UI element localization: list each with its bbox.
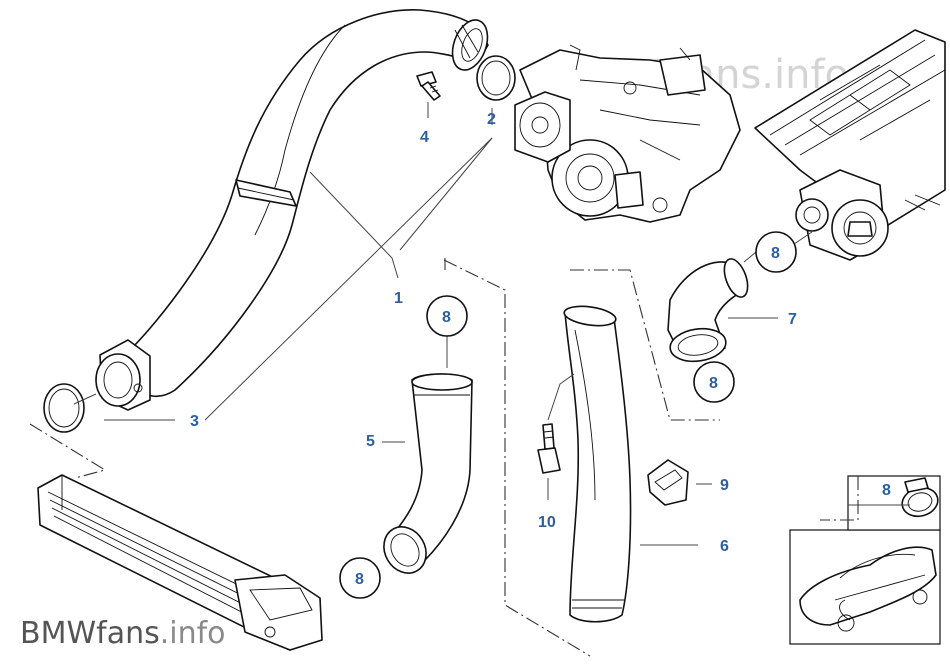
vehicle-inset <box>789 475 941 645</box>
callout-bubbles <box>339 231 797 599</box>
callout-bubble <box>339 557 381 599</box>
callout-5: 5 <box>366 433 375 450</box>
callout-10: 10 <box>538 514 556 531</box>
callout-4: 4 <box>420 129 429 146</box>
callout-8: 8 <box>771 245 780 262</box>
watermark-brand: BMWfans <box>20 616 160 651</box>
o-ring-2 <box>476 55 516 101</box>
callout-1: 1 <box>394 290 403 307</box>
charge-air-hose-6 <box>563 305 632 623</box>
elbow-hose-7 <box>667 258 749 363</box>
callout-bubble <box>693 361 735 403</box>
callout-6: 6 <box>720 538 729 555</box>
watermark-tld: .info <box>160 616 226 651</box>
callout-9: 9 <box>720 477 729 494</box>
callout-bubble <box>755 231 797 273</box>
clip-9 <box>647 459 689 506</box>
callout-8: 8 <box>709 375 718 392</box>
callout-8: 8 <box>442 309 451 326</box>
leader-lines <box>73 102 910 579</box>
callout-labels: 1 2 3 4 5 6 7 8 8 8 8 8 9 10 <box>190 111 891 588</box>
turbocharger <box>514 44 741 223</box>
charge-air-hose-1 <box>95 9 489 411</box>
callout-2: 2 <box>487 111 496 128</box>
intercooler <box>37 474 323 651</box>
watermark-bottom: BMWfans.info <box>20 616 226 651</box>
charge-air-hose-5 <box>383 373 473 574</box>
callout-8: 8 <box>882 482 891 499</box>
temp-sensor-10 <box>537 423 561 474</box>
callout-3: 3 <box>190 413 199 430</box>
intake-manifold <box>754 29 946 261</box>
bolt-4 <box>416 71 441 101</box>
callout-7: 7 <box>788 311 797 328</box>
callout-8: 8 <box>355 571 364 588</box>
o-ring-3 <box>43 383 85 433</box>
callout-bubble <box>426 295 468 337</box>
assembly-lines <box>29 258 859 657</box>
